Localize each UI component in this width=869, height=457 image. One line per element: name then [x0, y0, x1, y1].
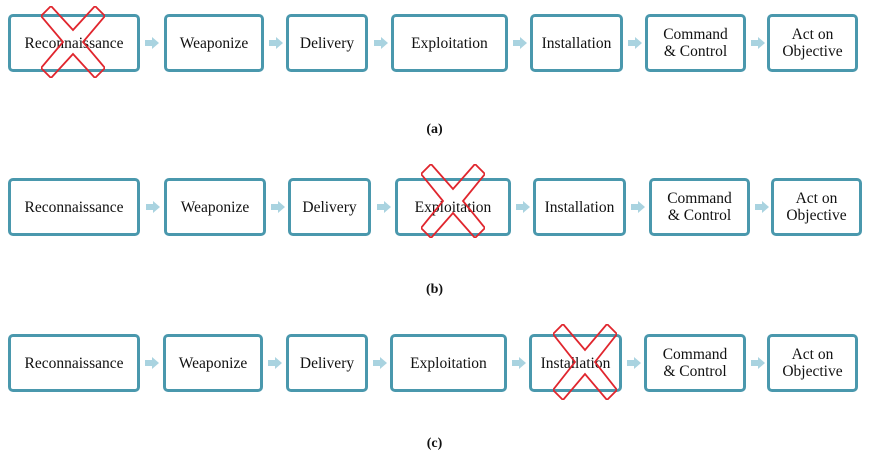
- arrow-right-icon: [627, 357, 641, 369]
- arrow-right-icon: [145, 37, 159, 49]
- arrow-right-icon: [373, 357, 387, 369]
- stage-reconnaissance[interactable]: Reconnaissance: [8, 178, 140, 236]
- arrow-right-icon: [628, 37, 642, 49]
- stage-act-on-objective[interactable]: Act on Objective: [767, 14, 858, 72]
- arrow-right-icon: [751, 357, 765, 369]
- stage-command-control[interactable]: Command & Control: [644, 334, 746, 392]
- stage-reconnaissance[interactable]: Reconnaissance: [8, 14, 140, 72]
- panel-caption: (b): [425, 282, 444, 297]
- stage-weaponize[interactable]: Weaponize: [163, 334, 263, 392]
- stage-command-control[interactable]: Command & Control: [645, 14, 746, 72]
- arrow-right-icon: [755, 201, 769, 213]
- stage-act-on-objective[interactable]: Act on Objective: [767, 334, 858, 392]
- kill-chain-row-b: Reconnaissance Weaponize Delivery Exploi…: [0, 164, 869, 238]
- arrow-right-icon: [377, 201, 391, 213]
- stage-delivery[interactable]: Delivery: [286, 14, 368, 72]
- arrow-right-icon: [512, 357, 526, 369]
- arrow-right-icon: [146, 201, 160, 213]
- kill-chain-row-c: Reconnaissance Weaponize Delivery Exploi…: [0, 324, 869, 400]
- stage-act-on-objective[interactable]: Act on Objective: [771, 178, 862, 236]
- panel-caption: (c): [426, 436, 443, 451]
- panel-caption: (a): [426, 122, 443, 137]
- arrow-right-icon: [145, 357, 159, 369]
- arrow-right-icon: [374, 37, 388, 49]
- arrow-right-icon: [751, 37, 765, 49]
- stage-exploitation[interactable]: Exploitation: [390, 334, 507, 392]
- stage-weaponize[interactable]: Weaponize: [164, 178, 266, 236]
- stage-installation[interactable]: Installation: [529, 334, 622, 392]
- arrow-right-icon: [269, 37, 283, 49]
- stage-weaponize[interactable]: Weaponize: [164, 14, 264, 72]
- arrow-right-icon: [271, 201, 285, 213]
- stage-installation[interactable]: Installation: [533, 178, 626, 236]
- stage-reconnaissance[interactable]: Reconnaissance: [8, 334, 140, 392]
- kill-chain-row-a: Reconnaissance Weaponize Delivery Exploi…: [0, 6, 869, 78]
- stage-exploitation[interactable]: Exploitation: [391, 14, 508, 72]
- stage-delivery[interactable]: Delivery: [286, 334, 368, 392]
- arrow-right-icon: [631, 201, 645, 213]
- stage-command-control[interactable]: Command & Control: [649, 178, 750, 236]
- arrow-right-icon: [268, 357, 282, 369]
- arrow-right-icon: [513, 37, 527, 49]
- stage-installation[interactable]: Installation: [530, 14, 623, 72]
- arrow-right-icon: [516, 201, 530, 213]
- stage-delivery[interactable]: Delivery: [288, 178, 371, 236]
- stage-exploitation[interactable]: Exploitation: [395, 178, 511, 236]
